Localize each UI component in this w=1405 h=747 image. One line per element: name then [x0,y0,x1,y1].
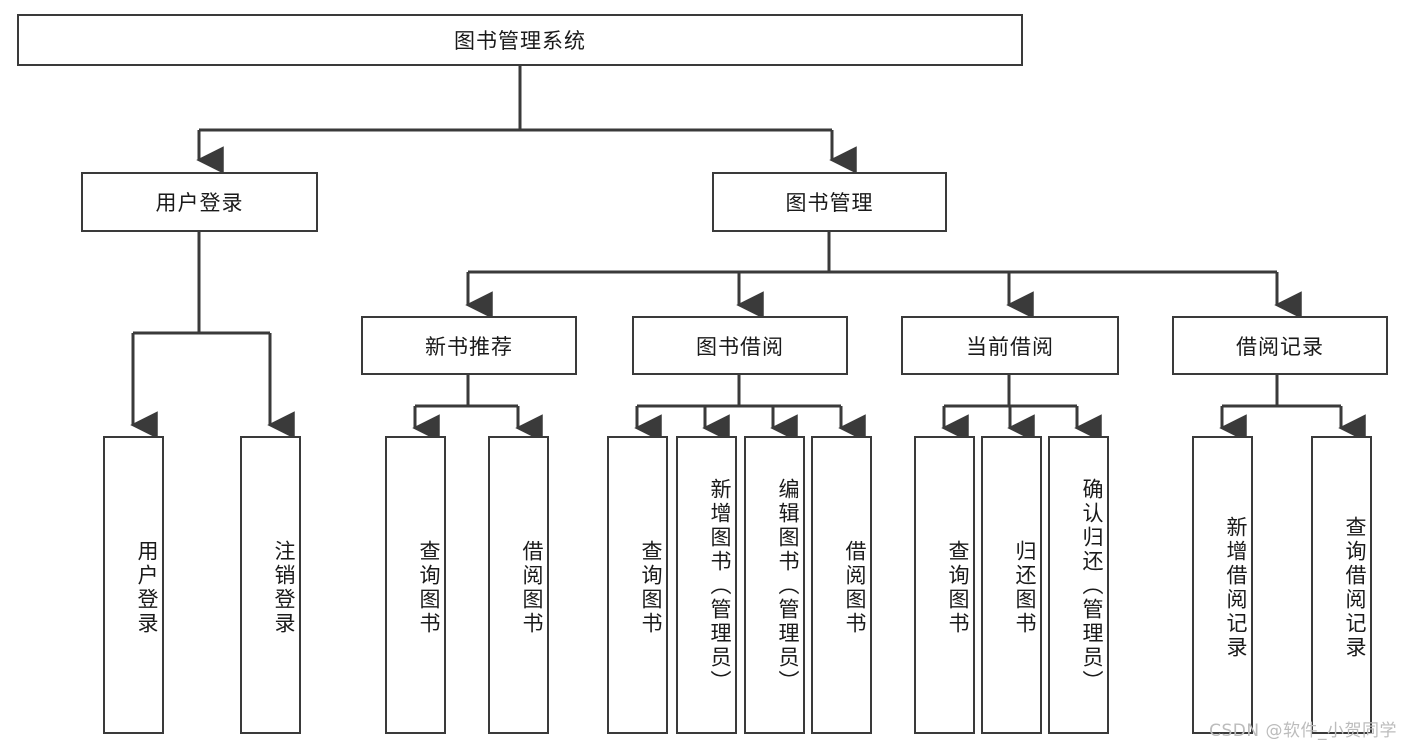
node-label: 图书借阅 [696,334,784,359]
node-label: 借阅图书 [520,540,544,636]
node-book-manage[interactable]: 图书管理 [712,172,947,232]
node-label: 图书管理系统 [454,29,586,53]
leaf-add-borrow-record[interactable]: 新增借阅记录 [1192,436,1253,734]
node-label: 查询借阅记录 [1343,516,1367,660]
node-borrow-record[interactable]: 借阅记录 [1172,316,1388,375]
leaf-edit-book-admin[interactable]: 编辑图书（管理员） [744,436,805,734]
node-label: 查询图书 [417,540,441,636]
node-label: 图书管理 [785,191,874,215]
leaf-logout-login[interactable]: 注销登录 [240,436,301,734]
leaf-query-book-borrow[interactable]: 查询图书 [607,436,668,734]
leaf-confirm-return-admin[interactable]: 确认归还（管理员） [1048,436,1109,734]
leaf-borrow-book[interactable]: 借阅图书 [811,436,872,734]
leaf-query-book-new-rec[interactable]: 查询图书 [385,436,446,734]
leaf-return-book[interactable]: 归还图书 [981,436,1042,734]
node-label: 用户登录 [155,191,244,215]
node-user-login[interactable]: 用户登录 [81,172,318,232]
leaf-add-book-admin[interactable]: 新增图书（管理员） [676,436,737,734]
node-label: 新增图书（管理员） [708,478,732,694]
leaf-borrow-book-new-rec[interactable]: 借阅图书 [488,436,549,734]
node-label: 用户登录 [135,540,159,636]
node-label: 查询图书 [946,540,970,636]
node-label: 当前借阅 [966,334,1054,359]
node-label: 编辑图书（管理员） [776,478,800,694]
node-root-book-management-system[interactable]: 图书管理系统 [17,14,1023,66]
node-label: 新增借阅记录 [1224,516,1248,660]
leaf-query-borrow-record[interactable]: 查询借阅记录 [1311,436,1372,734]
node-new-book-recommend[interactable]: 新书推荐 [361,316,577,375]
node-label: 注销登录 [272,540,296,636]
node-label: 新书推荐 [425,334,513,359]
node-book-borrow[interactable]: 图书借阅 [632,316,848,375]
node-label: 查询图书 [639,540,663,636]
node-label: 确认归还（管理员） [1080,478,1104,694]
node-label: 归还图书 [1013,540,1037,636]
leaf-query-book-current[interactable]: 查询图书 [914,436,975,734]
leaf-user-login[interactable]: 用户登录 [103,436,164,734]
node-label: 借阅记录 [1236,334,1324,359]
csdn-watermark: CSDN @软件_小贺同学 [1209,721,1397,741]
node-label: 借阅图书 [843,540,867,636]
node-current-borrow[interactable]: 当前借阅 [901,316,1119,375]
